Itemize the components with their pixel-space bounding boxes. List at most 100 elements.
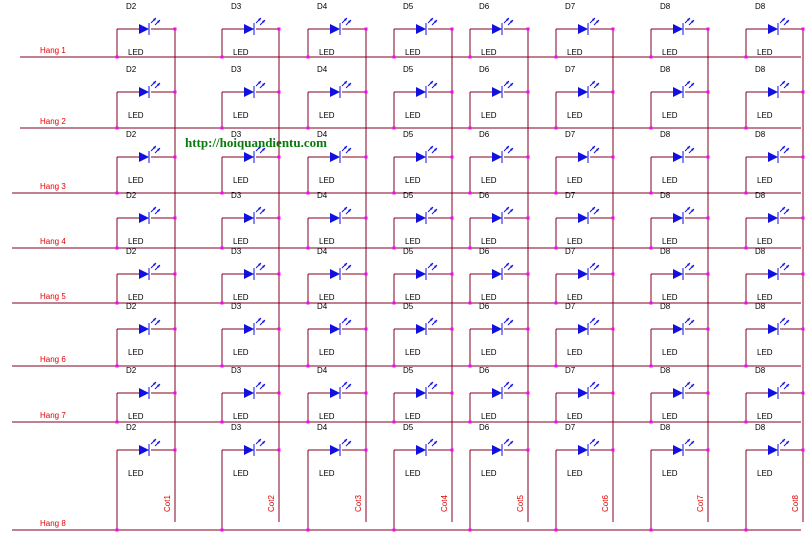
led-designator: D4 — [317, 302, 328, 311]
row-junction-node — [744, 301, 748, 305]
emission-arrow-head — [691, 441, 694, 444]
column-junction-node — [801, 272, 805, 276]
column-junction-node — [706, 448, 710, 452]
emission-arrow-head — [596, 384, 599, 387]
emission-arrow-head — [434, 83, 437, 86]
emission-arrow-head — [596, 320, 599, 323]
row-junction-node — [468, 528, 472, 532]
row-junction-node — [649, 191, 653, 195]
led-diode-icon — [492, 324, 502, 334]
led-designator: D4 — [317, 247, 328, 256]
row-junction-node — [744, 528, 748, 532]
row-junction-node — [468, 55, 472, 59]
emission-arrow-head — [691, 83, 694, 86]
row-junction-node — [468, 191, 472, 195]
column-junction-node — [364, 155, 368, 159]
led-designator: D7 — [565, 302, 576, 311]
led-designator: D8 — [755, 366, 766, 375]
emission-arrow-head — [157, 441, 160, 444]
led-designator: D6 — [479, 65, 490, 74]
led-diode-icon — [416, 152, 426, 162]
column-junction-node — [526, 272, 530, 276]
led-type-label: LED — [567, 348, 583, 357]
led-type-label: LED — [757, 111, 773, 120]
row-junction-node — [115, 126, 119, 130]
column-junction-node — [450, 391, 454, 395]
emission-arrow-head — [687, 18, 690, 21]
column-junction-node — [277, 155, 281, 159]
led-diode-icon — [578, 388, 588, 398]
led-diode-icon — [330, 24, 340, 34]
led-type-label: LED — [319, 348, 335, 357]
led-designator: D5 — [403, 366, 414, 375]
emission-arrow-head — [786, 265, 789, 268]
emission-arrow-head — [434, 209, 437, 212]
led-diode-icon — [578, 445, 588, 455]
column-junction-node — [364, 448, 368, 452]
led-type-label: LED — [757, 293, 773, 302]
led-type-label: LED — [481, 469, 497, 478]
row-junction-node — [115, 246, 119, 250]
row-label-8: Hang 8 — [40, 519, 66, 528]
row-junction-node — [392, 55, 396, 59]
led-diode-icon — [330, 152, 340, 162]
led-designator: D8 — [660, 2, 671, 11]
emission-arrow-head — [153, 439, 156, 442]
led-diode-icon — [139, 24, 149, 34]
column-junction-node — [277, 448, 281, 452]
led-diode-icon — [244, 269, 254, 279]
led-designator: D2 — [126, 366, 137, 375]
led-type-label: LED — [128, 111, 144, 120]
led-designator: D3 — [231, 130, 242, 139]
led-designator: D4 — [317, 65, 328, 74]
row-junction-node — [649, 528, 653, 532]
column-junction-node — [706, 27, 710, 31]
led-diode-icon — [768, 152, 778, 162]
row-junction-node — [649, 420, 653, 424]
emission-arrow-head — [157, 148, 160, 151]
column-label-8: Cot8 — [791, 495, 800, 512]
led-designator: D8 — [755, 2, 766, 11]
emission-arrow-head — [782, 81, 785, 84]
column-junction-node — [801, 216, 805, 220]
row-junction-node — [649, 364, 653, 368]
emission-arrow-head — [430, 318, 433, 321]
row-junction-node — [220, 364, 224, 368]
column-junction-node — [801, 327, 805, 331]
row-junction-node — [306, 246, 310, 250]
emission-arrow-head — [782, 263, 785, 266]
emission-arrow-head — [430, 81, 433, 84]
row-label-3: Hang 3 — [40, 182, 66, 191]
led-type-label: LED — [662, 48, 678, 57]
emission-arrow-head — [153, 382, 156, 385]
led-designator: D7 — [565, 423, 576, 432]
row-junction-node — [468, 364, 472, 368]
emission-arrow-head — [782, 318, 785, 321]
led-type-label: LED — [128, 48, 144, 57]
led-designator: D8 — [755, 247, 766, 256]
column-junction-node — [801, 27, 805, 31]
led-type-label: LED — [128, 469, 144, 478]
led-type-label: LED — [405, 48, 421, 57]
led-type-label: LED — [319, 111, 335, 120]
row-junction-node — [392, 301, 396, 305]
led-diode-icon — [139, 152, 149, 162]
row-junction-node — [392, 126, 396, 130]
led-diode-icon — [139, 324, 149, 334]
led-designator: D3 — [231, 302, 242, 311]
emission-arrow-head — [506, 18, 509, 21]
emission-arrow-head — [434, 441, 437, 444]
row-junction-node — [744, 55, 748, 59]
emission-arrow-head — [348, 83, 351, 86]
led-diode-icon — [492, 269, 502, 279]
row-label-4: Hang 4 — [40, 237, 66, 246]
led-type-label: LED — [319, 48, 335, 57]
column-junction-node — [611, 327, 615, 331]
row-junction-node — [554, 55, 558, 59]
emission-arrow-head — [596, 20, 599, 23]
led-type-label: LED — [405, 176, 421, 185]
led-diode-icon — [768, 324, 778, 334]
led-designator: D8 — [660, 191, 671, 200]
column-junction-node — [801, 155, 805, 159]
emission-arrow-head — [691, 320, 694, 323]
